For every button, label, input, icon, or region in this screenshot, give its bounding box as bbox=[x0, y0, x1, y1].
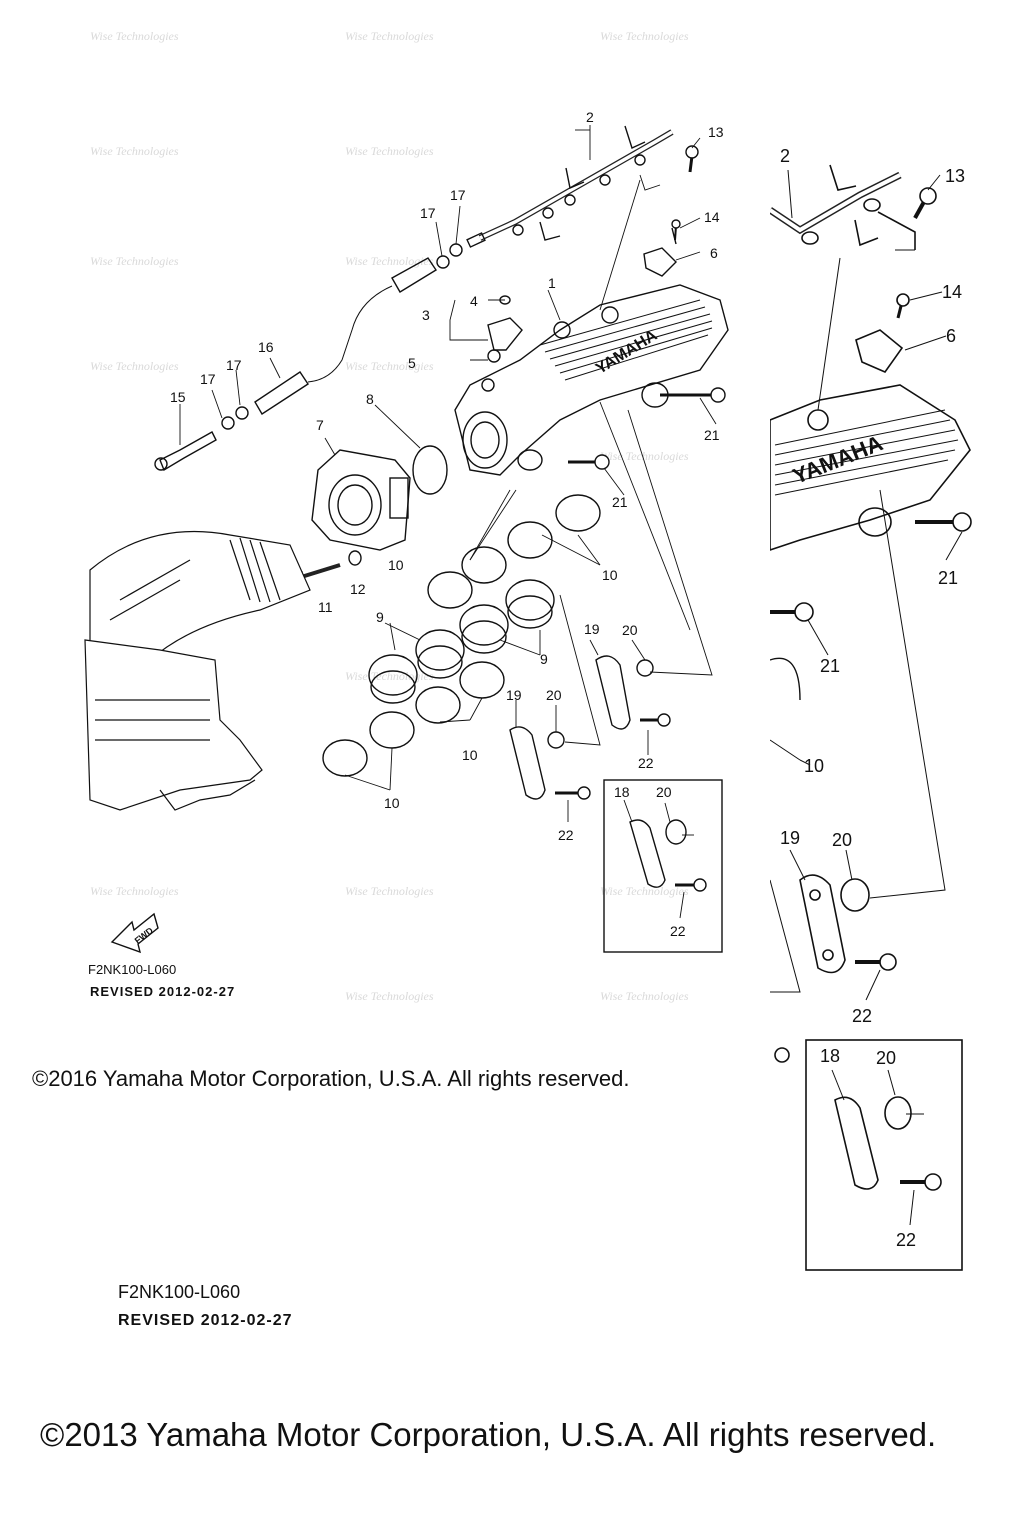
clamps-and-joints bbox=[322, 494, 601, 777]
small-view-labels: 1 2 3 4 5 6 7 8 9 9 10 10 10 10 11 12 13… bbox=[170, 109, 724, 939]
part-label: 19 bbox=[780, 828, 800, 848]
watermark: Wise Technologies bbox=[345, 884, 434, 898]
watermark: Wise Technologies bbox=[345, 254, 434, 268]
part-label: 17 bbox=[420, 205, 436, 221]
part-label: 2 bbox=[780, 146, 790, 166]
revised-date: REVISED 2012-02-27 bbox=[90, 984, 236, 999]
part-label: 3 bbox=[422, 307, 430, 323]
figure-code-large: F2NK100-L060 bbox=[118, 1282, 241, 1302]
part-label: 8 bbox=[366, 391, 374, 407]
part-label: 4 bbox=[470, 293, 478, 309]
watermark: Wise Technologies bbox=[345, 144, 434, 158]
small-view: YAMAHA bbox=[84, 125, 729, 954]
part-label: 17 bbox=[226, 357, 242, 373]
hose bbox=[391, 257, 437, 293]
intake-manifold: YAMAHA bbox=[454, 284, 729, 476]
part-label: 19 bbox=[584, 621, 600, 637]
watermark: Wise Technologies bbox=[600, 884, 689, 898]
part-label: 21 bbox=[612, 494, 628, 510]
figure-code: F2NK100-L060 bbox=[88, 962, 177, 977]
part-label: 22 bbox=[638, 755, 654, 771]
part-label: 7 bbox=[316, 417, 324, 433]
watermark: Wise Technologies bbox=[600, 989, 689, 1003]
part-label: 14 bbox=[942, 282, 962, 302]
part-label: 10 bbox=[602, 567, 618, 583]
watermark: Wise Technologies bbox=[90, 254, 179, 268]
part-label: 22 bbox=[670, 923, 686, 939]
part-label: 9 bbox=[540, 651, 548, 667]
watermark: Wise Technologies bbox=[345, 29, 434, 43]
fuel-rail bbox=[466, 125, 674, 248]
part-label: 19 bbox=[506, 687, 522, 703]
part-label: 17 bbox=[200, 371, 216, 387]
o-ring bbox=[412, 445, 448, 495]
copyright-notice: ©2016 Yamaha Motor Corporation, U.S.A. A… bbox=[32, 1066, 630, 1091]
leader-lines bbox=[179, 125, 717, 822]
part-label: 18 bbox=[820, 1046, 840, 1066]
part-label: 22 bbox=[852, 1006, 872, 1026]
part-label: 13 bbox=[708, 124, 724, 140]
copyright-notice-large: ©2013 Yamaha Motor Corporation, U.S.A. A… bbox=[40, 1416, 937, 1453]
part-label: 22 bbox=[558, 827, 574, 843]
part-label: 12 bbox=[350, 581, 366, 597]
watermark: Wise Technologies bbox=[600, 29, 689, 43]
part-label: 5 bbox=[408, 355, 416, 371]
fwd-arrow-icon: FWD bbox=[110, 912, 159, 954]
part-label: 20 bbox=[832, 830, 852, 850]
watermark: Wise Technologies bbox=[90, 29, 179, 43]
part-label: 21 bbox=[820, 656, 840, 676]
watermark: Wise Technologies bbox=[90, 359, 179, 373]
large-view: YAMAHA bbox=[768, 164, 972, 1271]
part-label: 21 bbox=[938, 568, 958, 588]
part-label: 14 bbox=[704, 209, 720, 225]
view-divider bbox=[767, 90, 770, 1110]
part-label: 20 bbox=[622, 622, 638, 638]
watermark: Wise Technologies bbox=[345, 359, 434, 373]
hose-16 bbox=[254, 371, 309, 415]
part-label: 20 bbox=[876, 1048, 896, 1068]
air-duct bbox=[84, 530, 311, 811]
watermark: Wise Technologies bbox=[345, 989, 434, 1003]
part-label: 20 bbox=[656, 784, 672, 800]
part-label: 2 bbox=[586, 109, 594, 125]
part-label: 13 bbox=[945, 166, 965, 186]
part-label: 18 bbox=[614, 784, 630, 800]
part-label: 6 bbox=[946, 326, 956, 346]
part-label: 16 bbox=[258, 339, 274, 355]
part-label: 1 bbox=[548, 275, 556, 291]
part-label: 17 bbox=[450, 187, 466, 203]
part-label: 20 bbox=[546, 687, 562, 703]
watermark: Wise Technologies bbox=[90, 884, 179, 898]
part-label: 10 bbox=[462, 747, 478, 763]
part-label: 22 bbox=[896, 1230, 916, 1250]
watermark: Wise Technologies bbox=[90, 144, 179, 158]
detail-box bbox=[603, 779, 723, 953]
part-label: 10 bbox=[804, 756, 824, 776]
part-label: 10 bbox=[388, 557, 404, 573]
large-view-labels: 2 13 14 6 21 21 10 19 20 22 18 20 22 bbox=[780, 146, 965, 1250]
part-label: 9 bbox=[376, 609, 384, 625]
part-label: 10 bbox=[384, 795, 400, 811]
part-label: 11 bbox=[318, 599, 333, 615]
throttle-body bbox=[311, 449, 411, 551]
part-label: 21 bbox=[704, 427, 720, 443]
revised-date-large: REVISED 2012-02-27 bbox=[118, 1312, 293, 1329]
part-label: 15 bbox=[170, 389, 186, 405]
part-label: 6 bbox=[710, 245, 718, 261]
